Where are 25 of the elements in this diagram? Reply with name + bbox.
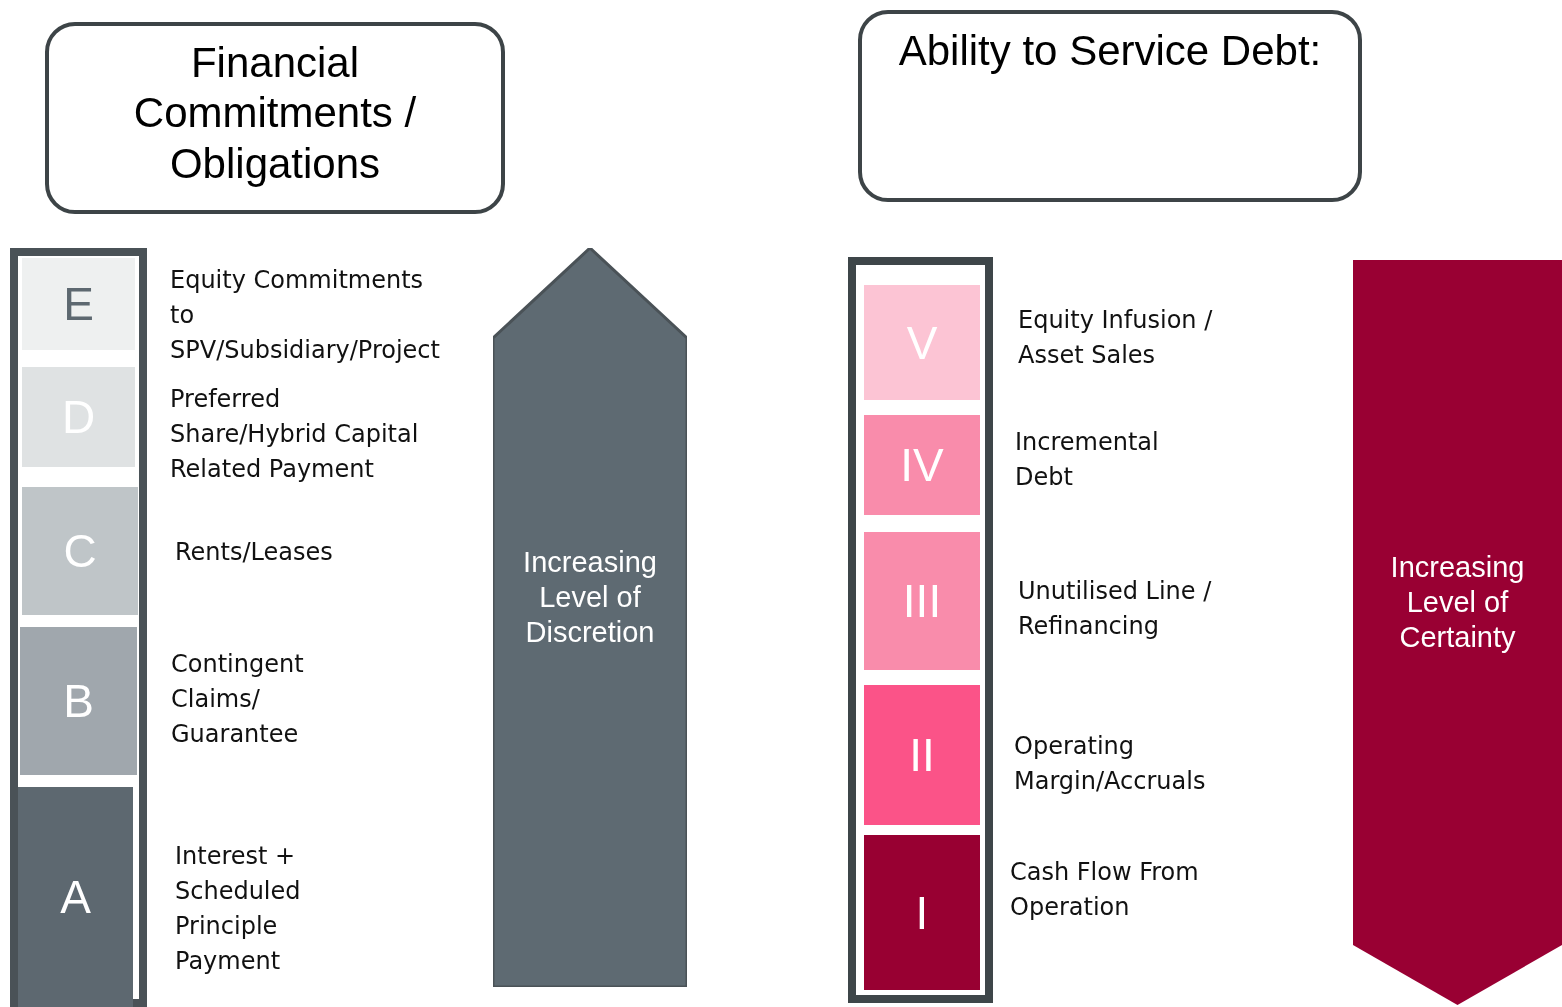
tier-description: Equity Commitments to SPV/Subsidiary/Project <box>170 265 441 366</box>
tier-letter: C <box>63 524 97 578</box>
tier-letter: B <box>63 674 94 728</box>
tier-description: Preferred Share/Hybrid Capital Related Payment <box>170 384 420 485</box>
tier-description: Equity Infusion / Asset Sales <box>1018 305 1214 371</box>
tier-description: Interest + Scheduled Principle Payment <box>175 841 302 977</box>
up-arrow-shape <box>493 248 687 987</box>
heading-box: Ability to Service Debt: <box>858 10 1362 202</box>
tier-description: Operating Margin/Accruals <box>1014 731 1207 797</box>
tier-description: Incremental Debt <box>1015 427 1160 493</box>
arrow-label: Increasing Level of Certainty <box>1389 550 1526 655</box>
tier-letter: A <box>60 870 91 924</box>
tier-letter: V <box>906 315 938 370</box>
tier-description: Rents/Leases <box>175 537 334 568</box>
tier-letter: III <box>902 574 942 628</box>
tier-letter: I <box>915 885 929 940</box>
heading-box: Financial Commitments / Obligations <box>45 22 505 214</box>
down-arrow-shape <box>1353 260 1562 1005</box>
tier-letter: II <box>909 728 935 782</box>
tier-letter: IV <box>900 438 944 492</box>
tier-description: Contingent Claims/ Guarantee <box>171 649 305 750</box>
tier-letter: E <box>63 277 94 331</box>
arrow-label: Increasing Level of Discretion <box>522 545 658 650</box>
tier-description: Cash Flow From Operation <box>1010 857 1200 923</box>
tier-description: Unutilised Line / Refinancing <box>1018 576 1213 642</box>
